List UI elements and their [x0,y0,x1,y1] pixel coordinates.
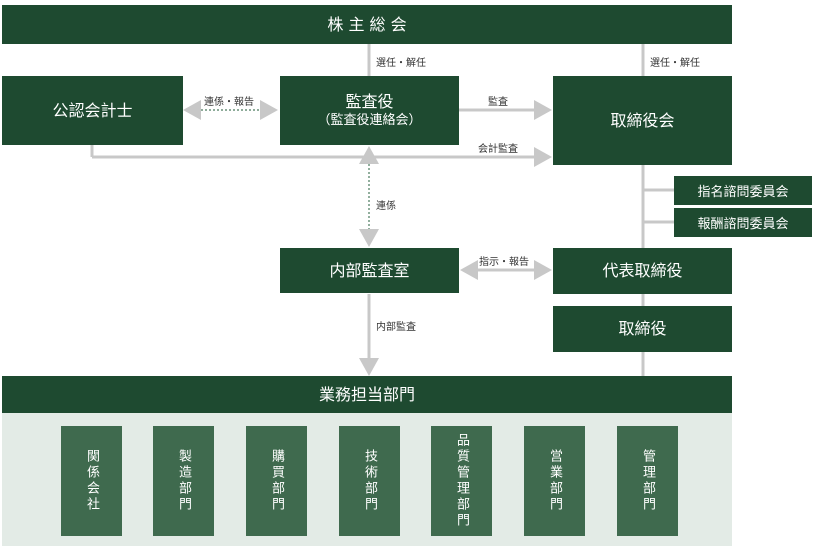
arrow-right-president [534,260,552,280]
dept-engineering-label: 技術部門 [362,449,377,513]
compensation-committee-label: 報酬諮問委員会 [697,217,789,232]
arrow-internal-depts [359,358,379,376]
dept-quality-label: 品質管理部門 [454,433,469,529]
compensation-committee-box: 報酬諮問委員会 [674,208,812,237]
arrow-audit-board [534,100,552,120]
label-accounting-audit: 会計監査 [478,144,518,155]
label-audit: 監査 [488,97,508,108]
nomination-committee-label: 指名諮問委員会 [697,185,789,200]
dept-affiliates-label: 関係会社 [84,449,99,513]
dept-quality: 品質管理部門 [431,426,492,536]
dept-sales-label: 営業部門 [547,449,562,513]
business-depts-box: 業務担当部門 [2,376,732,413]
label-cooperation-report: 連係・報告 [204,97,254,108]
arrow-left-internal [460,260,478,280]
dept-administration-label: 管理部門 [640,449,655,513]
director-label: 取締役 [618,319,667,338]
label-election-right: 選任・解任 [650,58,700,69]
president-box: 代表取締役 [553,248,732,294]
dept-purchasing: 購買部門 [246,426,307,536]
business-depts-label: 業務担当部門 [318,384,415,404]
label-instruction-report: 指示・報告 [479,257,529,268]
dept-purchasing-label: 購買部門 [269,449,284,513]
president-label: 代表取締役 [602,261,683,280]
dept-manufacturing-label: 製造部門 [176,449,191,513]
dept-affiliates: 関係会社 [61,426,122,536]
dept-engineering: 技術部門 [339,426,400,536]
audit-title: 監査役 [345,91,394,111]
label-election-left: 選任・解任 [376,58,426,69]
shareholders-meeting-label: 株 主 総 会 [327,14,407,34]
arrow-left-cpa [183,100,201,120]
board-box: 取締役会 [553,76,732,165]
internal-audit-label: 内部監査室 [329,260,410,280]
cpa-label: 公認会計士 [52,100,133,120]
cpa-box: 公認会計士 [2,76,183,145]
shareholders-meeting-box: 株 主 総 会 [2,5,732,44]
arrow-right-audit [260,100,278,120]
dept-administration: 管理部門 [617,426,678,536]
internal-audit-box: 内部監査室 [280,248,459,293]
dept-manufacturing: 製造部門 [153,426,214,536]
nomination-committee-box: 指名諮問委員会 [674,176,812,205]
arrow-down-internal [359,229,379,247]
arrow-up-audit [359,146,379,164]
director-box: 取締役 [553,306,732,352]
arrow-accounting-board [534,147,552,167]
audit-box: 監査役 （監査役連絡会） [280,76,459,145]
audit-subtitle: （監査役連絡会） [317,112,422,128]
dept-sales: 営業部門 [524,426,585,536]
label-internal-audit: 内部監査 [376,322,416,333]
board-label: 取締役会 [610,110,675,130]
label-cooperation: 連係 [376,201,396,212]
